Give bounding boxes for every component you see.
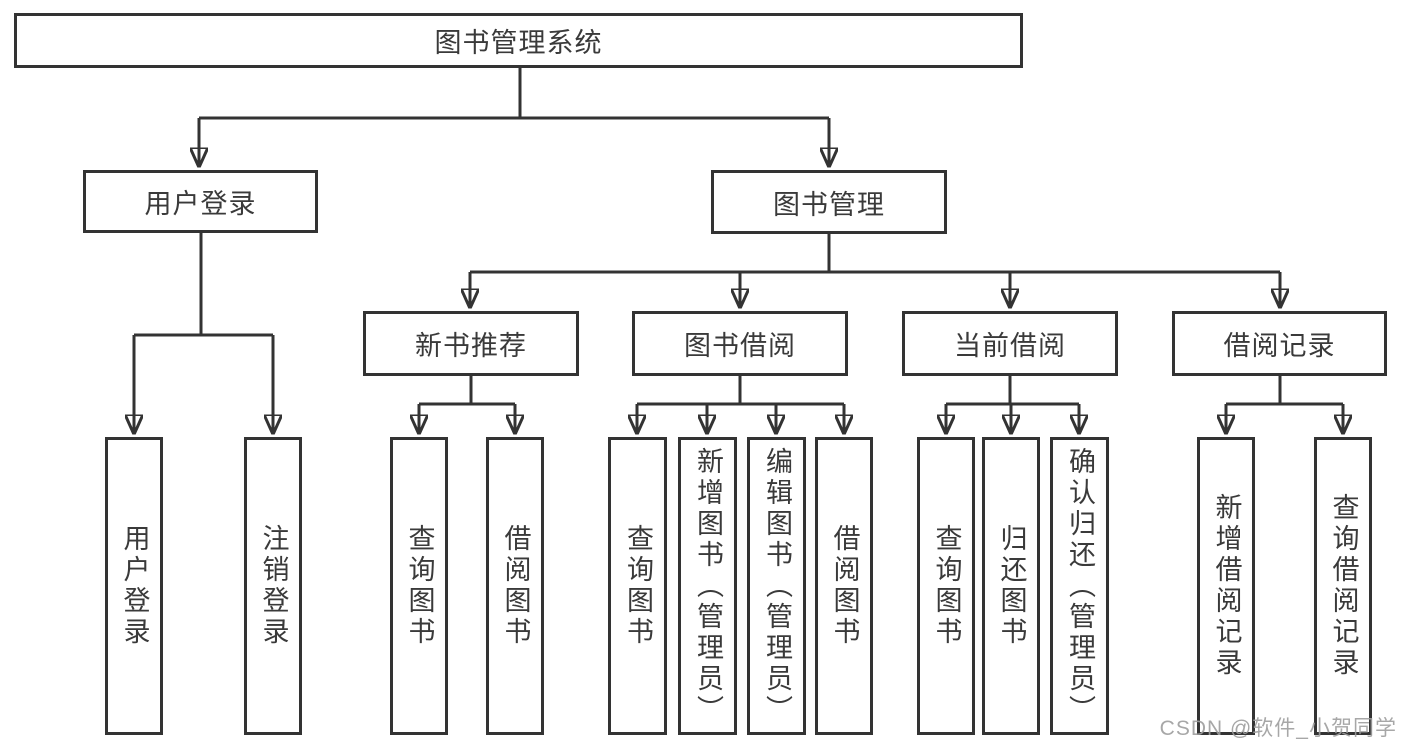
node-book-management: 图书管理	[711, 170, 947, 234]
node-leaf-bb-edit-books-admin: 编辑图书（管理员）	[747, 437, 806, 735]
node-leaf-bb-borrow-books: 借阅图书	[815, 437, 873, 735]
node-new-book-recommend: 新书推荐	[363, 311, 579, 376]
leaf-label: 查询图书	[623, 524, 653, 648]
leaf-label: 新增借阅记录	[1211, 493, 1242, 679]
edge-group-current-borrowing	[946, 376, 1079, 431]
leaf-label: 新增图书（管理员）	[693, 446, 723, 726]
node-current-borrowing: 当前借阅	[902, 311, 1118, 376]
node-book-borrowing: 图书借阅	[632, 311, 848, 376]
node-leaf-logout: 注销登录	[244, 437, 302, 735]
leaf-label: 查询图书	[404, 524, 435, 648]
edge-group-book-borrowing	[637, 376, 844, 431]
node-leaf-cb-query-books: 查询图书	[917, 437, 975, 735]
node-borrowing-records: 借阅记录	[1172, 311, 1387, 376]
leaf-label: 编辑图书（管理员）	[762, 446, 792, 726]
leaf-label: 确认归还（管理员）	[1065, 446, 1095, 726]
node-leaf-bb-add-books-admin: 新增图书（管理员）	[678, 437, 737, 735]
leaf-label: 用户登录	[119, 524, 150, 648]
leaf-label: 注销登录	[258, 524, 289, 648]
leaf-label: 借阅图书	[829, 524, 860, 648]
edge-group-borrowing-records	[1226, 376, 1343, 431]
node-library-system: 图书管理系统	[14, 13, 1023, 68]
edge-group-new-book-recommend	[419, 376, 515, 431]
leaf-label: 查询借阅记录	[1328, 493, 1359, 679]
leaf-label: 查询图书	[931, 524, 962, 648]
leaf-label: 归还图书	[996, 524, 1027, 648]
watermark: CSDN @软件_小贺同学	[1159, 717, 1397, 740]
node-leaf-user-login: 用户登录	[105, 437, 163, 735]
node-leaf-br-add-record: 新增借阅记录	[1197, 437, 1255, 735]
node-leaf-bb-query-books: 查询图书	[608, 437, 667, 735]
node-leaf-nb-borrow-books: 借阅图书	[486, 437, 544, 735]
edge-group-root	[199, 68, 829, 164]
node-leaf-br-query-record: 查询借阅记录	[1314, 437, 1372, 735]
edge-group-user-login	[134, 233, 273, 431]
edge-group-book-management	[470, 234, 1280, 305]
node-leaf-cb-confirm-return-admin: 确认归还（管理员）	[1050, 437, 1109, 735]
node-leaf-cb-return-books: 归还图书	[982, 437, 1040, 735]
node-user-login: 用户登录	[83, 170, 318, 233]
node-leaf-nb-query-books: 查询图书	[390, 437, 448, 735]
leaf-label: 借阅图书	[500, 524, 531, 648]
